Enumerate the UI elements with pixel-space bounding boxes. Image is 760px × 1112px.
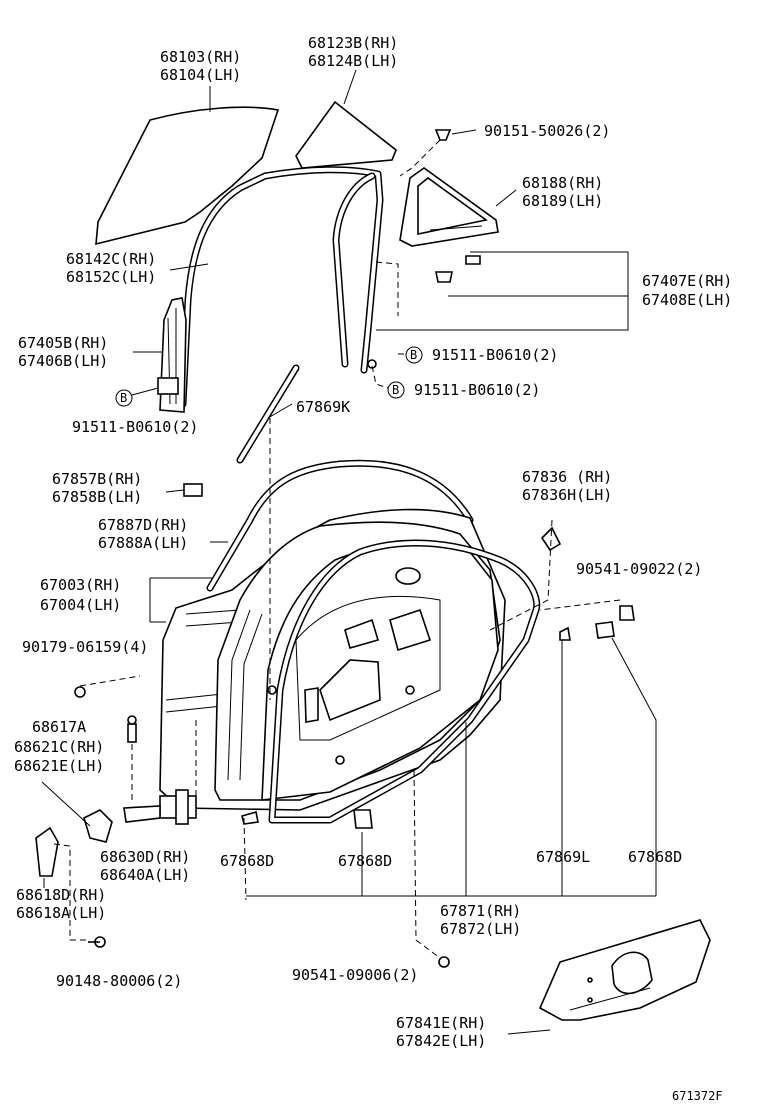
- label-67868D-a: 67868D: [220, 852, 274, 870]
- label-68124B: 68124B(LH): [308, 52, 398, 70]
- glass-run-channel-drawing[interactable]: [179, 166, 384, 408]
- label-67405B: 67405B(RH): [18, 334, 108, 352]
- label-67003: 67003(RH): [40, 576, 121, 594]
- label-67871: 67871(RH): [440, 902, 521, 920]
- label-90151: 90151-50026(2): [484, 122, 610, 140]
- label-67836H: 67836H(LH): [522, 486, 612, 504]
- label-68152C: 68152C(LH): [66, 268, 156, 286]
- label-68188: 68188(RH): [522, 174, 603, 192]
- label-67888A: 67888A(LH): [98, 534, 188, 552]
- label-68640A: 68640A(LH): [100, 866, 190, 884]
- fastener-drawings: [74, 129, 635, 968]
- bolt-drawing[interactable]: [127, 715, 137, 743]
- door-glass-drawing[interactable]: [95, 106, 280, 246]
- label-90541-b: 90541-09006(2): [292, 966, 418, 984]
- label-68189: 68189(LH): [522, 192, 603, 210]
- quarter-window-frame-drawing[interactable]: [399, 167, 499, 247]
- label-67869K: 67869K: [296, 398, 350, 416]
- label-91511-a: 91511-B0610(2): [432, 346, 558, 364]
- division-bar-drawing[interactable]: [332, 172, 376, 368]
- marker-b-1-text: B: [410, 348, 417, 362]
- label-67408E: 67408E(LH): [642, 291, 732, 309]
- label-68617A: 68617A: [32, 718, 86, 736]
- label-90179: 90179-06159(4): [22, 638, 148, 656]
- marker-b-3: [115, 389, 133, 407]
- door-inner-panel-drawing[interactable]: [261, 544, 499, 801]
- label-68621C: 68621C(RH): [14, 738, 104, 756]
- label-68123B: 68123B(RH): [308, 34, 398, 52]
- diagram-code: 671372F: [672, 1089, 723, 1103]
- label-67407E: 67407E(RH): [642, 272, 732, 290]
- door-weatherstrip-drawing[interactable]: [268, 539, 541, 824]
- label-90148: 90148-80006(2): [56, 972, 182, 990]
- label-68630D: 68630D(RH): [100, 848, 190, 866]
- label-67868D-c: 67868D: [628, 848, 682, 866]
- label-68621E: 68621E(LH): [14, 757, 104, 775]
- marker-b-3-text: B: [120, 391, 127, 405]
- marker-b-1: [405, 346, 423, 364]
- label-68618D: 68618D(RH): [16, 886, 106, 904]
- label-67868D-b: 67868D: [338, 852, 392, 870]
- marker-b-2: [387, 381, 405, 399]
- label-67842E: 67842E(LH): [396, 1032, 486, 1050]
- hinge-drawing[interactable]: [83, 809, 113, 843]
- label-67858B: 67858B(LH): [52, 488, 142, 506]
- label-90541-a: 90541-09022(2): [576, 560, 702, 578]
- label-67841E: 67841E(RH): [396, 1014, 486, 1032]
- label-67406B: 67406B(LH): [18, 352, 108, 370]
- leader-lines: [41, 69, 657, 1035]
- belt-weatherstrip-drawing[interactable]: [236, 364, 300, 464]
- label-67004: 67004(LH): [40, 596, 121, 614]
- label-68104: 68104(LH): [160, 66, 241, 84]
- label-67836: 67836 (RH): [522, 468, 612, 486]
- opening-weatherstrip-drawing[interactable]: [206, 459, 474, 592]
- labels: 68103(RH) 68104(LH) 68123B(RH) 68124B(LH…: [14, 34, 732, 1103]
- front-channel-drawing[interactable]: [157, 297, 187, 413]
- service-hole-cover-drawing[interactable]: [538, 919, 711, 1021]
- label-91511-c: 91511-B0610(2): [72, 418, 198, 436]
- label-68103: 68103(RH): [160, 48, 241, 66]
- label-68142C: 68142C(RH): [66, 250, 156, 268]
- quarter-glass-drawing[interactable]: [295, 100, 397, 169]
- marker-b-2-text: B: [392, 383, 399, 397]
- door-check-drawing[interactable]: [123, 789, 197, 825]
- label-67857B: 67857B(RH): [52, 470, 142, 488]
- label-67869L: 67869L: [536, 848, 590, 866]
- label-68618A: 68618A(LH): [16, 904, 106, 922]
- lower-hinge-drawing[interactable]: [35, 826, 59, 877]
- label-91511-b: 91511-B0610(2): [414, 381, 540, 399]
- label-67872: 67872(LH): [440, 920, 521, 938]
- label-67887D: 67887D(RH): [98, 516, 188, 534]
